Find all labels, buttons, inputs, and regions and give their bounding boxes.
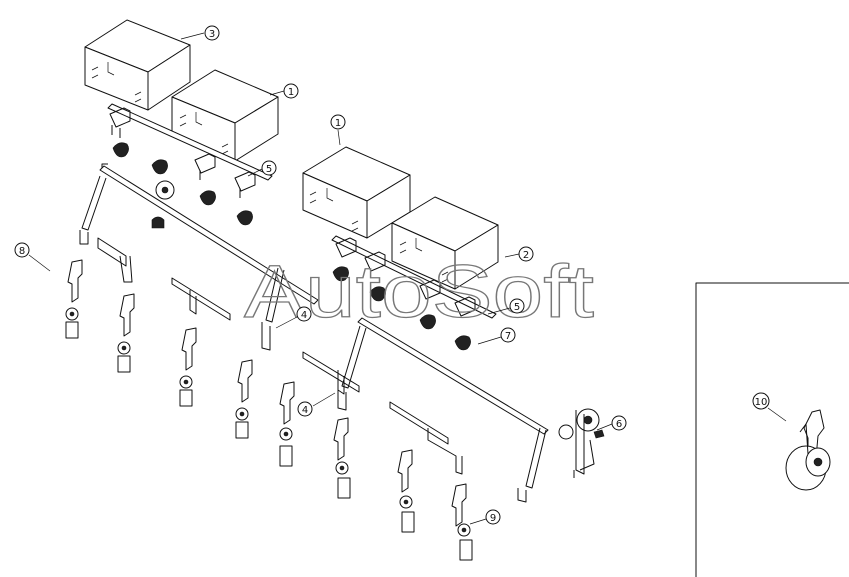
row-unit (279, 381, 295, 467)
row-unit (397, 449, 415, 533)
callout-label: 2 (523, 250, 529, 261)
callout-2: 2 (504, 246, 534, 262)
callout-3: 3 (180, 25, 220, 41)
callout-5: 5 (487, 298, 525, 315)
callout-label: 8 (19, 246, 25, 257)
callout-label: 1 (288, 87, 294, 98)
seed-meter-units (112, 142, 471, 351)
callout-1: 1 (269, 83, 299, 99)
watermark-text: AutoSoft (244, 250, 595, 333)
callout-4: 4 (275, 306, 312, 329)
callout-label: 3 (209, 29, 215, 40)
toolbar-frame (302, 317, 549, 503)
toolbar-frame (79, 163, 319, 351)
callout-label: 9 (490, 513, 496, 524)
meter-rail (107, 103, 273, 198)
row-unit (451, 483, 473, 561)
callout-6: 6 (596, 415, 627, 431)
callout-5: 5 (247, 160, 277, 177)
seed-hopper-box (391, 196, 499, 290)
callout-label: 5 (514, 302, 520, 313)
row-unit (235, 359, 253, 439)
callout-label: 6 (616, 419, 622, 430)
seed-hopper-box (84, 19, 191, 111)
callout-7: 7 (477, 327, 516, 345)
seed-hopper-box (302, 146, 411, 239)
callout-label: 4 (301, 310, 307, 321)
callout-10: 10 (752, 392, 787, 422)
row-unit (65, 259, 83, 339)
row-unit (333, 417, 351, 499)
callout-9: 9 (469, 509, 501, 525)
meter-rail (331, 235, 497, 319)
callout-label: 7 (505, 331, 511, 342)
drive-wheel-assembly (558, 408, 605, 478)
callout-8: 8 (14, 242, 51, 272)
callout-label: 4 (302, 405, 308, 416)
callout-1: 1 (330, 114, 346, 146)
callout-label: 1 (335, 118, 341, 129)
callout-label: 5 (266, 164, 272, 175)
callout-label: 10 (755, 397, 768, 408)
callout-4: 4 (297, 392, 336, 417)
row-unit (179, 327, 197, 407)
detail-inset (695, 282, 849, 577)
row-unit (117, 293, 135, 373)
